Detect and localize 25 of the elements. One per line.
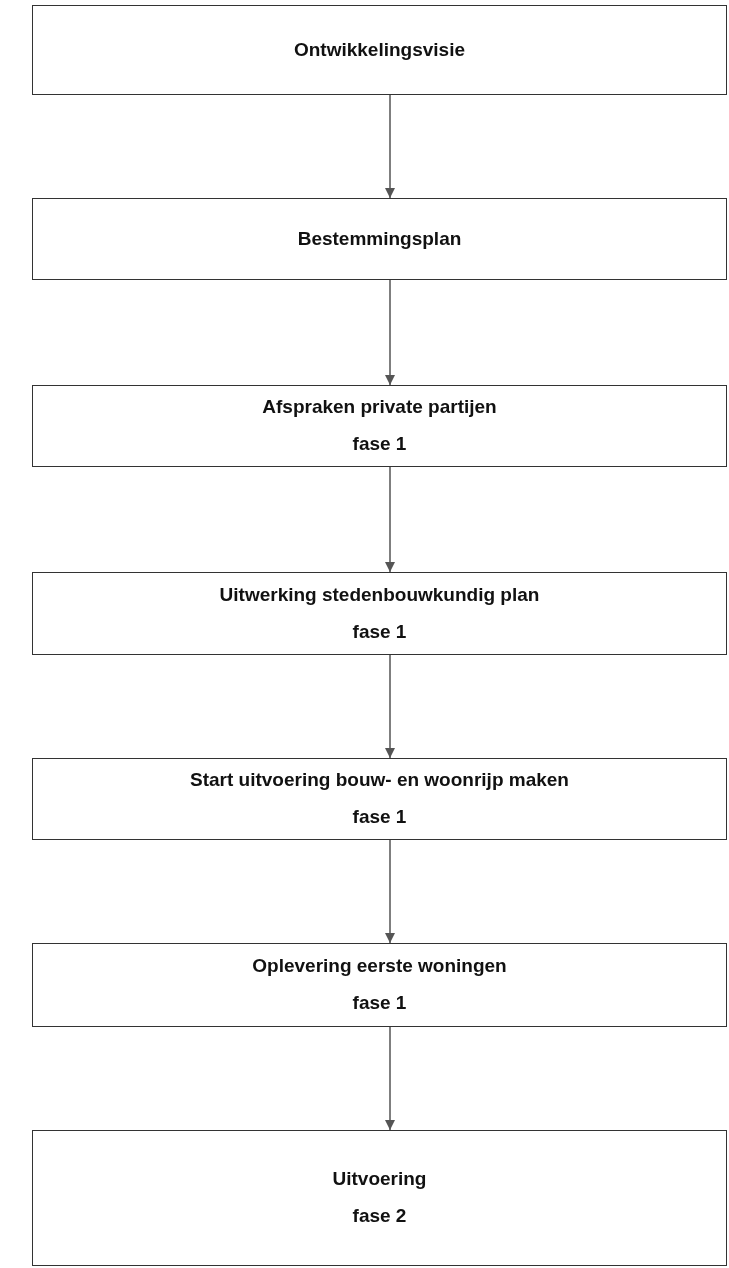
process-box bbox=[32, 572, 727, 655]
phase-label: fase 1 bbox=[352, 433, 407, 456]
process-box bbox=[32, 5, 727, 95]
process-box bbox=[32, 758, 727, 840]
step-title: Start uitvoering bouw- en woonrijp maken bbox=[190, 769, 569, 792]
process-box bbox=[32, 198, 727, 280]
process-box bbox=[32, 943, 727, 1027]
phase-label: fase 1 bbox=[352, 806, 407, 829]
arrow bbox=[385, 839, 395, 944]
arrow bbox=[385, 654, 395, 759]
phase-label: fase 1 bbox=[352, 620, 407, 644]
step-title: Ontwikkelingsvisie bbox=[293, 38, 466, 62]
step-title: Uitvoering bbox=[332, 1168, 427, 1191]
phase-label: fase 1 bbox=[352, 992, 407, 1015]
step-title: Oplevering eerste woningen bbox=[252, 955, 507, 978]
arrow bbox=[385, 94, 395, 199]
arrow bbox=[385, 279, 395, 386]
arrow bbox=[385, 466, 395, 573]
process-box bbox=[32, 1130, 727, 1266]
step-title: Bestemmingsplan bbox=[297, 227, 462, 251]
process-box bbox=[32, 385, 727, 467]
step-title: Uitwerking stedenbouwkundig plan bbox=[219, 583, 540, 607]
arrow bbox=[385, 1026, 395, 1131]
phase-label: fase 2 bbox=[352, 1205, 407, 1228]
step-title: Afspraken private partijen bbox=[262, 396, 497, 419]
